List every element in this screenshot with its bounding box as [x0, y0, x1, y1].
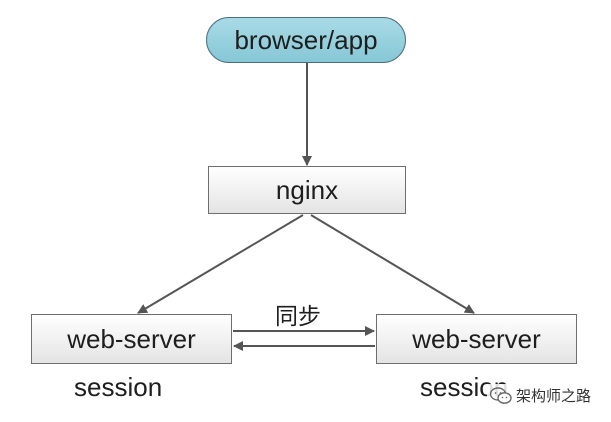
nginx-node: nginx: [208, 166, 406, 214]
browser-app-label: browser/app: [234, 24, 378, 55]
web-server-right-node: web-server: [376, 314, 577, 364]
watermark-text: 架构师之路: [516, 387, 592, 405]
arrow-nginx-to-left-server: [137, 214, 304, 314]
arrow-nginx-to-right-server: [310, 214, 475, 314]
sync-label: 同步: [275, 304, 321, 330]
session-left-label: session: [74, 372, 163, 402]
web-server-right-label: web-server: [412, 323, 541, 354]
web-server-left-node: web-server: [31, 314, 232, 364]
nginx-label: nginx: [275, 174, 339, 205]
wechat-icon: [490, 386, 512, 404]
web-server-left-label: web-server: [67, 323, 196, 354]
browser-app-node: browser/app: [206, 17, 406, 63]
watermark: 架构师之路: [487, 384, 595, 407]
